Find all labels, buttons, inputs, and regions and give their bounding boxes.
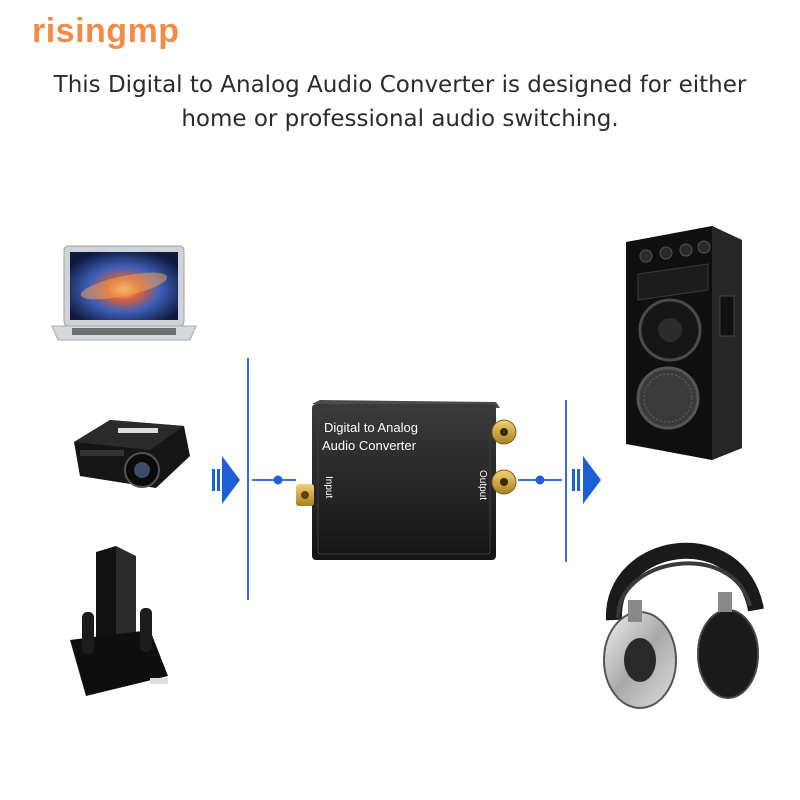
headline-line-1: This Digital to Analog Audio Converter i… [53, 72, 747, 98]
output-label: Output [477, 470, 488, 500]
output-connector-dot [535, 475, 545, 485]
headline-line-2: home or professional audio switching. [181, 106, 619, 132]
projector-icon [74, 420, 190, 488]
input-connector-dot [273, 475, 283, 485]
headphones-icon [603, 542, 764, 709]
speaker-icon [626, 226, 742, 460]
converter-title-line-2: Audio Converter [322, 438, 417, 453]
game-console-icon [70, 546, 168, 696]
converter-title-line-1: Digital to Analog [324, 420, 418, 435]
arrow-right-icon [572, 456, 601, 504]
headline: This Digital to Analog Audio Converter i… [0, 68, 800, 136]
laptop-icon [51, 245, 197, 341]
brand-logo: risingmp [32, 12, 180, 50]
input-label: Input [323, 476, 334, 498]
converter-device: Digital to Analog Audio Converter Input … [296, 400, 517, 560]
arrow-right-icon [212, 456, 240, 504]
